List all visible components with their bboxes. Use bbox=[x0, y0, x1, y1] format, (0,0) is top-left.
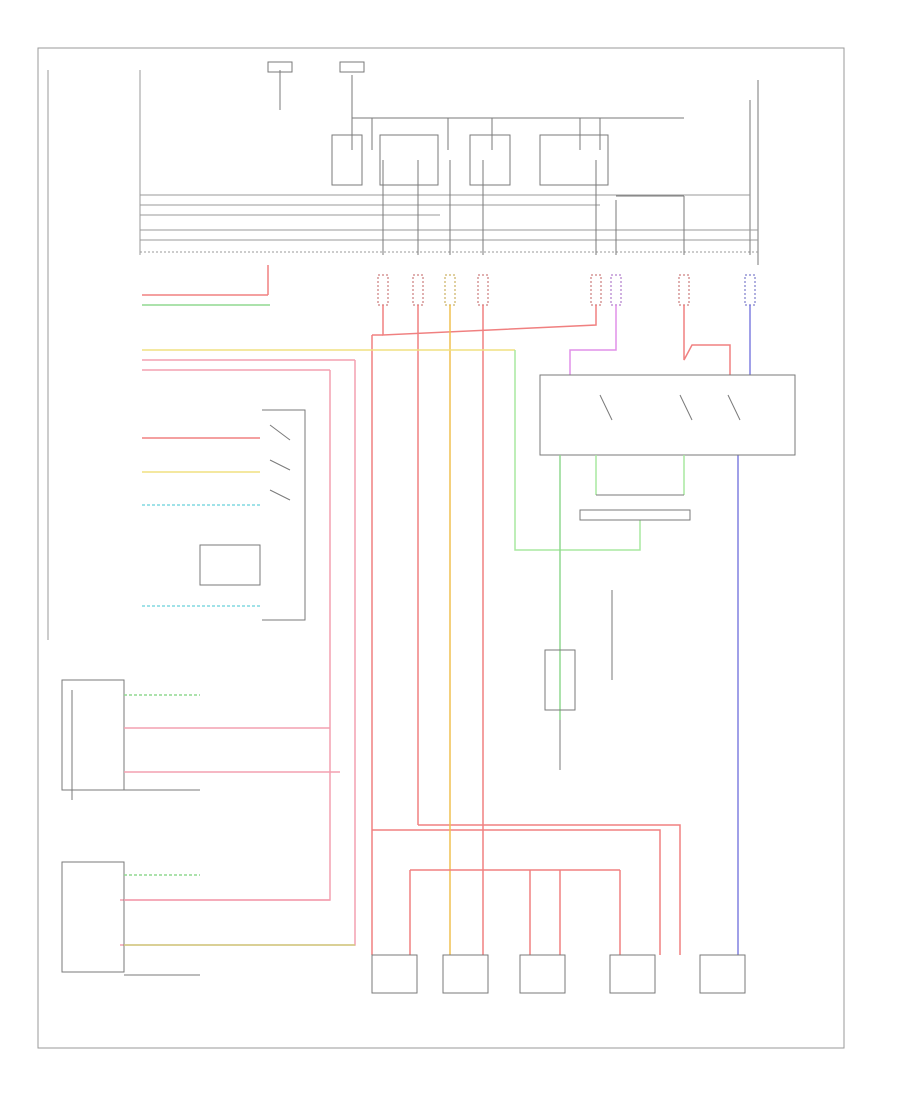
generic-module-bus-lines bbox=[47, 70, 760, 640]
relay-output-wires bbox=[382, 160, 751, 255]
relay-row bbox=[331, 118, 609, 186]
liftgate-lock-actuator bbox=[699, 954, 746, 994]
top-power-bus bbox=[279, 70, 684, 119]
right-front-door-lock-actuator bbox=[442, 954, 489, 994]
connector-row-c2 bbox=[377, 274, 756, 306]
liftgate-latch-switch bbox=[544, 590, 613, 770]
hot-in-run-fuse-1 bbox=[267, 61, 293, 100]
left-rear-door-lock-actuator bbox=[519, 954, 566, 994]
hot-in-run-fuse-2 bbox=[339, 61, 365, 73]
memory-seat-switch bbox=[199, 409, 306, 621]
central-junction-box bbox=[749, 80, 759, 265]
right-front-door-lock-switch bbox=[61, 861, 355, 976]
liftgate-relay-module bbox=[539, 374, 796, 720]
right-rear-door-lock-actuator bbox=[609, 954, 656, 994]
generic-module-wires bbox=[120, 265, 641, 946]
left-front-door-lock-switch bbox=[61, 679, 340, 800]
left-front-door-lock-actuator bbox=[371, 954, 418, 994]
diagram-frame bbox=[37, 47, 845, 1049]
colored-wires bbox=[371, 305, 751, 955]
